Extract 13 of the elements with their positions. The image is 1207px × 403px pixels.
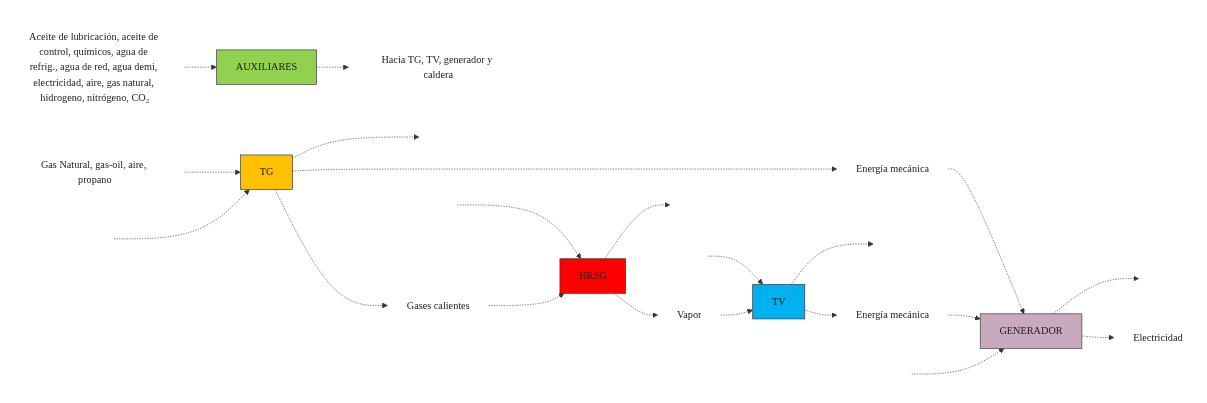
node-text: Electricidad (1133, 331, 1183, 343)
node-box: HRSG (559, 258, 627, 294)
node-box: GENERADOR (979, 313, 1083, 349)
node-text: Energía mecánica (856, 163, 929, 175)
node-box: AUXILIARES (216, 49, 317, 85)
node-text: Gas Natural, gas-oil, aire, propano (40, 158, 147, 186)
node-text: Hacia TG, TV, generador y caldera (381, 53, 493, 81)
node-text: Gases calientes (406, 299, 470, 311)
node-box: TG (240, 154, 293, 190)
node-text: Aceite de lubricación, aceite de control, químicos, agua de refrig., agua de red, agua demi, electricidad, aire, gas natural, hidrogeno, nitrógeno, CO₂ (29, 30, 158, 104)
node-text: Vapor (676, 309, 702, 321)
node-box: TV (752, 284, 806, 320)
node-text: Energía mecánica (856, 309, 929, 321)
